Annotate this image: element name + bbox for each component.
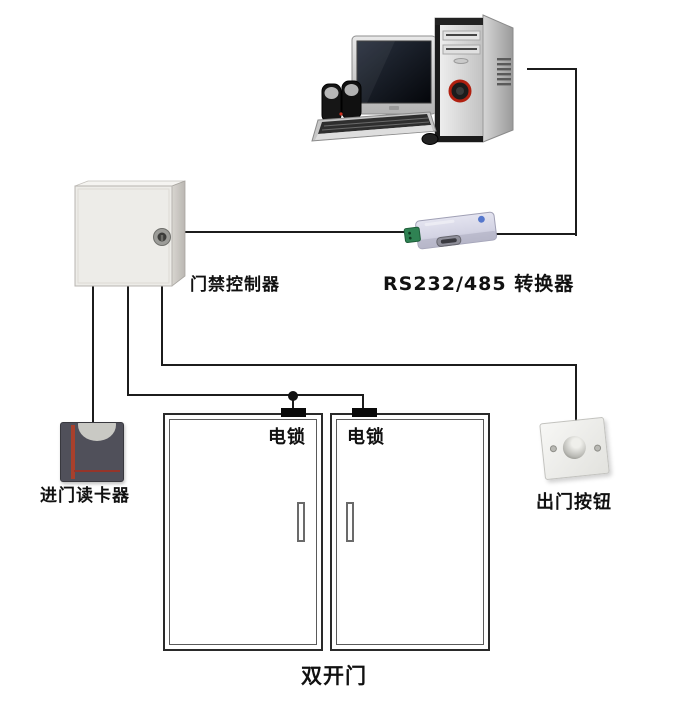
wire-controller-to-reader xyxy=(92,286,94,426)
wire-lock-left-drop xyxy=(292,394,294,411)
wire-computer-to-converter-h2 xyxy=(494,233,577,235)
rs485-terminal-green xyxy=(403,226,421,243)
door-right-handle xyxy=(346,502,354,542)
wire-controller-to-converter xyxy=(184,231,419,233)
exit-button xyxy=(539,416,610,481)
electric-lock-right-bar xyxy=(352,408,377,417)
mouse xyxy=(421,133,439,145)
electric-lock-right-label: 电锁 xyxy=(347,427,385,448)
exit-button-circle xyxy=(561,434,588,461)
wire-controller-to-exit-v1 xyxy=(161,286,163,366)
wire-lock-right-drop xyxy=(362,394,364,411)
wire-computer-to-converter-v xyxy=(575,68,577,236)
reader-red-stripe xyxy=(71,425,75,479)
electric-lock-left-label: 电锁 xyxy=(268,427,306,448)
door-right-inner-frame xyxy=(336,419,484,645)
pc-tower xyxy=(434,14,514,143)
converter-indicator xyxy=(478,215,485,223)
wire-computer-to-converter-h1 xyxy=(527,68,577,70)
door-left xyxy=(163,413,323,651)
rs232-485-converter xyxy=(403,211,498,250)
door-left-inner-frame xyxy=(169,419,317,645)
entry-reader-label: 进门读卡器 xyxy=(40,486,130,506)
desktop-computer-illustration xyxy=(311,14,514,145)
wire-controller-to-exit-v2 xyxy=(575,364,577,424)
converter-label: RS232/485 转换器 xyxy=(383,273,575,295)
controller-label: 门禁控制器 xyxy=(190,275,280,295)
access-controller xyxy=(74,180,186,287)
monitor xyxy=(351,35,437,115)
wire-controller-to-exit-h xyxy=(161,364,577,366)
wire-controller-to-locks-v xyxy=(127,286,129,396)
wire-lock-right-h xyxy=(292,394,364,396)
exit-button-screw-left xyxy=(549,444,558,453)
wire-controller-to-locks-h xyxy=(127,394,294,396)
electric-lock-left-bar xyxy=(281,408,306,417)
tower-vent-grille xyxy=(497,58,511,86)
monitor-screen xyxy=(356,40,432,104)
reader-bottom-line xyxy=(74,470,120,472)
reader-sensor-window xyxy=(78,423,116,441)
exit-button-screw-right xyxy=(593,444,602,452)
speakers xyxy=(321,80,362,123)
double-door-label: 双开门 xyxy=(301,664,367,688)
door-right xyxy=(330,413,490,651)
keyboard xyxy=(311,111,437,142)
exit-button-label: 出门按钮 xyxy=(536,492,612,513)
entry-card-reader xyxy=(60,422,124,482)
wire-junction-dot xyxy=(288,391,298,401)
door-left-handle xyxy=(297,502,305,542)
